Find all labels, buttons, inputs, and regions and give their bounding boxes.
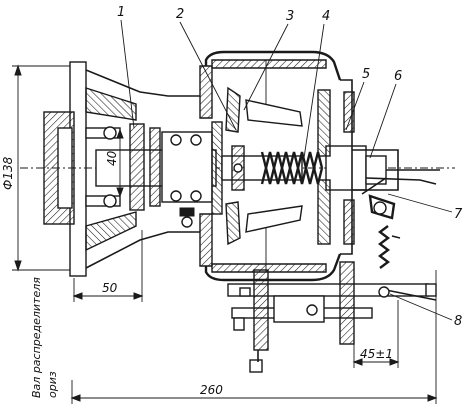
diameter-label: Ф138	[1, 156, 15, 190]
shaft-caption: Вал распределителя ориз	[30, 277, 59, 398]
dim-50-label: 50	[102, 281, 118, 295]
callout-6: 6	[369, 69, 402, 159]
drive-shaft-assembly	[20, 121, 455, 228]
right-housing	[340, 79, 440, 255]
regulator-housing	[199, 50, 342, 282]
callout-1-label: 1	[117, 5, 125, 20]
dimension-diameter: Ф138	[1, 64, 70, 272]
callout-5-label: 5	[362, 67, 370, 82]
dim-40-label: 40	[105, 150, 119, 166]
callout-7-label: 7	[454, 207, 463, 222]
callout-6-label: 6	[394, 69, 402, 84]
lower-linkage	[227, 261, 437, 373]
callout-2: 2	[176, 7, 237, 131]
shaft-caption-line1: Вал распределителя	[30, 277, 43, 398]
dim-45-label: 45±1	[360, 347, 393, 361]
callout-4: 4	[303, 9, 330, 159]
dimension-45: 45±1	[352, 300, 400, 368]
shaft-caption-line2: ориз	[46, 371, 59, 398]
centrifugal-weights	[225, 86, 303, 246]
dimension-50: 50	[72, 230, 144, 302]
dimension-40: 40	[105, 128, 124, 198]
dim-260-label: 260	[200, 383, 223, 397]
callout-8: 8	[389, 293, 462, 329]
callout-3-label: 3	[286, 9, 294, 24]
callout-8-label: 8	[454, 314, 462, 329]
callout-1: 1	[117, 5, 135, 129]
dimension-260: 260	[70, 270, 438, 404]
callout-3: 3	[243, 9, 294, 111]
callout-7: 7	[387, 193, 463, 222]
callout-2-label: 2	[176, 7, 184, 22]
callout-4-label: 4	[322, 9, 330, 24]
control-lever	[361, 177, 401, 269]
callout-5: 5	[345, 67, 370, 131]
regulator-spring	[260, 89, 367, 245]
